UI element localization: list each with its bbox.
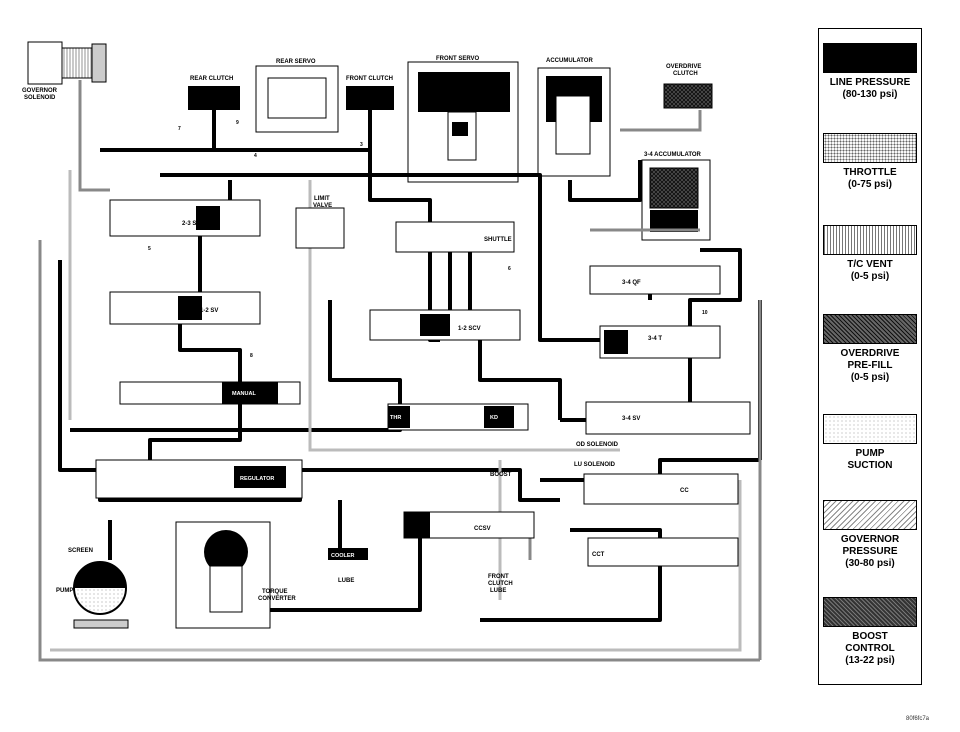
label-shuttle: SHUTTLE [484, 237, 512, 243]
valve-3-4-sv [585, 401, 751, 435]
front-clutch [346, 86, 394, 110]
label-regulator: REGULATOR [240, 476, 274, 482]
overdrive-clutch [663, 83, 713, 109]
legend-swatch [823, 414, 917, 444]
valve-3-4-t [599, 325, 721, 359]
torque-converter [175, 521, 271, 629]
legend-label: GOVERNOR PRESSURE (30-80 psi) [840, 534, 900, 569]
cooler-box [328, 548, 368, 560]
port-number: 6 [508, 266, 511, 272]
label-lu-solenoid: LU SOLENOID [574, 462, 616, 468]
label-cc: CC [680, 488, 689, 494]
legend-swatch [823, 225, 917, 255]
label-pump: PUMP [56, 588, 73, 594]
rear-servo [255, 65, 339, 133]
port-number: 7 [178, 126, 181, 132]
label-rear-clutch: REAR CLUTCH [190, 76, 233, 82]
port-number: 10 [702, 310, 708, 316]
port-numbers: 7 8 9 4 3 5 6 10 [148, 120, 708, 359]
legend-swatch [823, 314, 917, 344]
port-number: 9 [236, 120, 239, 126]
pressure-legend: LINE PRESSURE (80-130 psi) THROTTLE (0-7… [818, 28, 922, 685]
label-cct: CCT [592, 552, 605, 558]
valve-2-3-sv [109, 199, 261, 237]
legend-label: T/C VENT (0-5 psi) [847, 259, 893, 282]
label-manual: MANUAL [232, 391, 256, 397]
label-3-4-qf: 3-4 QF [622, 280, 641, 286]
label-rear-servo: REAR SERVO [276, 59, 316, 65]
legend-item-pump-suction: PUMP SUCTION [819, 414, 921, 472]
pump [73, 561, 129, 629]
legend-item-line-pressure: LINE PRESSURE (80-130 psi) [819, 43, 921, 101]
throttle-kd-valve [387, 403, 529, 431]
valve-1-2-scv [369, 309, 521, 341]
governor-solenoid [27, 41, 107, 85]
figure-id: 80f6fc7a [906, 716, 930, 722]
label-3-4-accumulator: 3-4 ACCUMULATOR [644, 152, 702, 158]
component-labels: GOVERNOR SOLENOID REAR CLUTCH REAR SERVO… [22, 56, 703, 602]
ccsv-valve [403, 511, 535, 539]
legend-item-governor-pressure: GOVERNOR PRESSURE (30-80 psi) [819, 500, 921, 570]
legend-item-boost-control: BOOST CONTROL (13-22 psi) [819, 597, 921, 667]
port-number: 4 [254, 153, 257, 159]
legend-label: THROTTLE (0-75 psi) [843, 167, 897, 190]
legend-label: PUMP SUCTION [847, 448, 893, 471]
legend-label: OVERDRIVE PRE-FILL (0-5 psi) [840, 348, 900, 383]
label-1-2-scv: 1-2 SCV [458, 326, 481, 332]
valve-1-2-sv [109, 291, 261, 325]
label-kd: KD [490, 415, 498, 421]
accumulator-3-4 [641, 159, 711, 241]
regulator-valve [95, 459, 303, 499]
cc-valve [583, 473, 739, 505]
port-number: 3 [360, 142, 363, 148]
label-front-clutch-lube: FRONT CLUTCH LUBE [488, 574, 514, 594]
legend-item-throttle: THROTTLE (0-75 psi) [819, 133, 921, 191]
label-limit-valve: LIMIT VALVE [313, 196, 332, 209]
label-screen: SCREEN [68, 548, 93, 554]
legend-swatch [823, 43, 917, 73]
legend-label: LINE PRESSURE (80-130 psi) [829, 77, 911, 100]
label-governor-solenoid: GOVERNOR SOLENOID [22, 88, 59, 101]
valve-3-4-qf [589, 265, 721, 295]
label-ccsv: CCSV [474, 526, 491, 532]
label-3-4-sv: 3-4 SV [622, 416, 640, 422]
limit-valve [295, 207, 345, 249]
label-overdrive-clutch: OVERDRIVE CLUTCH [666, 64, 703, 77]
legend-label: BOOST CONTROL (13-22 psi) [845, 631, 895, 666]
label-3-4-t: 3-4 T [648, 336, 662, 342]
label-cooler: COOLER [331, 553, 355, 559]
accumulator [537, 67, 611, 177]
label-torque-converter: TORQUE CONVERTER [258, 589, 296, 602]
label-od-solenoid: OD SOLENOID [576, 442, 619, 448]
shuttle-valve [395, 221, 515, 253]
legend-swatch [823, 133, 917, 163]
front-servo [407, 61, 519, 183]
legend-item-tc-vent: T/C VENT (0-5 psi) [819, 225, 921, 283]
cct-valve [587, 537, 739, 567]
label-boost: BOOST [490, 472, 512, 478]
label-front-servo: FRONT SERVO [436, 56, 480, 62]
manual-valve [119, 381, 301, 405]
label-front-clutch: FRONT CLUTCH [346, 76, 393, 82]
legend-item-overdrive-prefill: OVERDRIVE PRE-FILL (0-5 psi) [819, 314, 921, 384]
legend-swatch [823, 597, 917, 627]
label-thr: THR [390, 415, 401, 421]
legend-swatch [823, 500, 917, 530]
port-number: 5 [148, 246, 151, 252]
label-1-2-sv: 1-2 SV [200, 308, 218, 314]
rear-clutch [188, 86, 240, 110]
port-number: 8 [250, 353, 253, 359]
label-accumulator: ACCUMULATOR [546, 58, 593, 64]
label-lube: LUBE [338, 578, 354, 584]
label-2-3-sv: 2-3 SV [182, 221, 200, 227]
